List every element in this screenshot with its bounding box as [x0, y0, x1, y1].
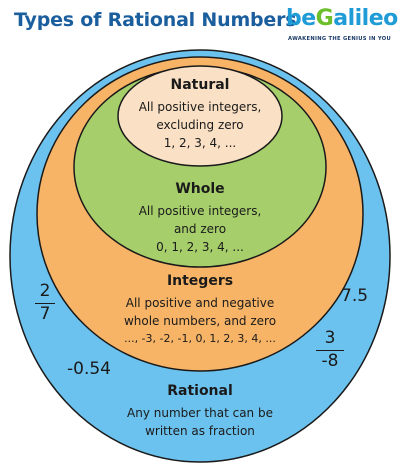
integers-desc-line2: whole numbers, and zero: [123, 314, 277, 328]
rational-desc-line1: Any number that can be: [127, 406, 273, 420]
whole-desc-line1: All positive integers,: [138, 204, 262, 218]
integers-examples: ..., -3, -2, -1, 0, 1, 2, 3, 4, ...: [124, 332, 276, 345]
natural-desc-line1: All positive integers,: [138, 100, 262, 114]
decimal-negative-0-54: -0.54: [67, 359, 111, 379]
logo-prefix: be: [286, 6, 316, 31]
fraction-denominator: 7: [39, 304, 51, 324]
natural-desc-line2: excluding zero: [156, 118, 244, 132]
natural-examples: 1, 2, 3, 4, ...: [163, 136, 237, 150]
page-title: Types of Rational Numbers: [14, 9, 297, 31]
logo-suffix: alileo: [333, 6, 398, 31]
natural-title: Natural: [170, 77, 230, 93]
fraction-numerator: 3: [324, 328, 336, 348]
integers-desc-line1: All positive and negative: [125, 296, 275, 310]
fraction-3-neg8: 3 -8: [316, 330, 344, 370]
logo-g-mark: G: [315, 6, 334, 31]
fraction-bar: [35, 303, 55, 304]
whole-examples: 0, 1, 2, 3, 4, ...: [156, 240, 244, 254]
fraction-2-7: 2 7: [35, 283, 55, 323]
rational-desc-line2: written as fraction: [145, 424, 255, 438]
rational-title: Rational: [167, 383, 233, 399]
whole-title: Whole: [175, 181, 225, 197]
logo-tagline: AWAKENING THE GENIUS IN YOU: [288, 36, 391, 42]
logo-wordmark: beGalileo: [286, 6, 398, 31]
fraction-bar: [316, 350, 344, 351]
fraction-numerator: 2: [39, 281, 51, 301]
natural-set-ellipse: [117, 65, 283, 167]
begalileo-logo: beGalileo AWAKENING THE GENIUS IN YOU: [286, 6, 398, 48]
fraction-denominator: -8: [321, 351, 339, 371]
whole-desc-line2: and zero: [173, 222, 227, 236]
decimal-7-5: 7.5: [341, 286, 369, 306]
integers-title: Integers: [166, 273, 234, 289]
